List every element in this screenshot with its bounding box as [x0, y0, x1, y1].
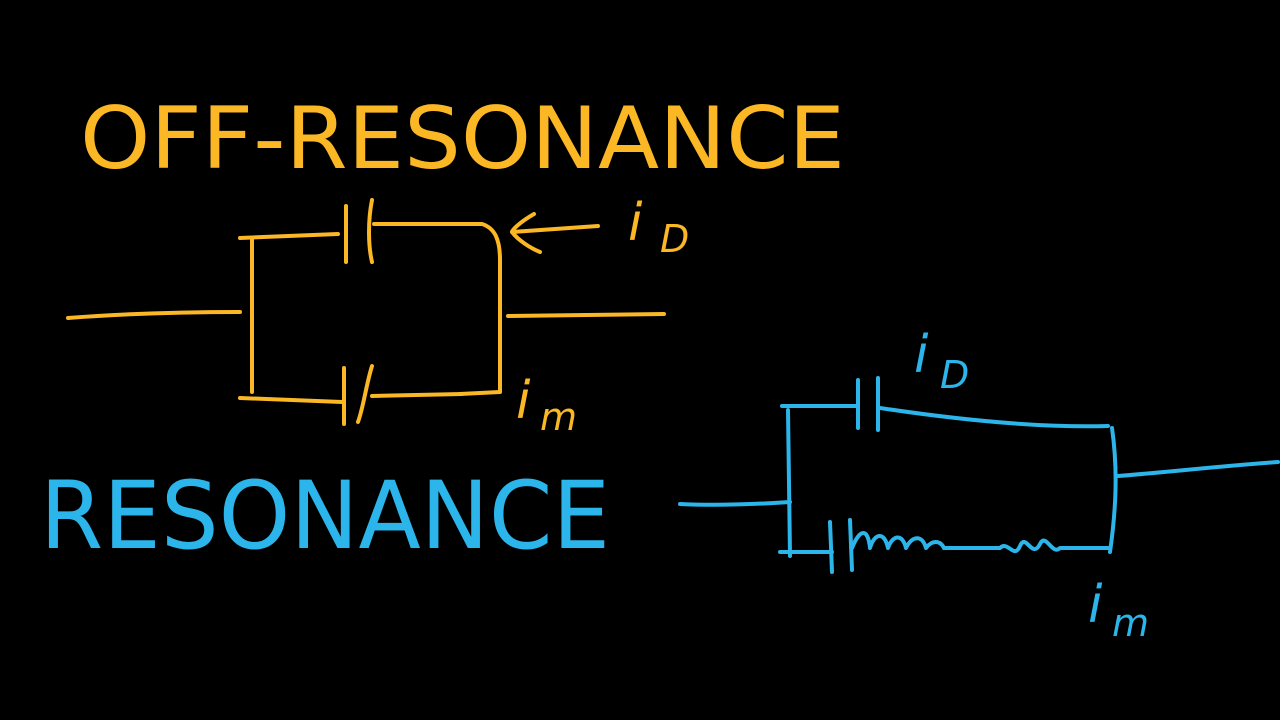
off-current-arrow — [510, 212, 600, 254]
off-resonance-title: OFF-RESONANCE — [80, 89, 845, 189]
off-im-subscript: m — [540, 395, 577, 439]
res-im-subscript: m — [1112, 601, 1149, 645]
res-id-subscript: D — [940, 353, 969, 397]
off-left-bottom-stub — [238, 396, 344, 404]
res-input-wire — [678, 500, 792, 507]
off-id-label: i — [628, 193, 643, 253]
off-id-subscript: D — [660, 217, 689, 261]
off-im-label: i — [516, 371, 531, 431]
res-output-wire — [1116, 460, 1280, 478]
resonance-title: RESONANCE — [40, 462, 610, 571]
off-top-wire — [372, 222, 502, 262]
res-right-rail — [1108, 426, 1118, 554]
off-bottom-wire — [370, 392, 464, 398]
resonance-circuit — [678, 376, 1280, 574]
off-current-labels: i D i m — [516, 193, 689, 439]
res-current-labels: i D i m — [914, 325, 1149, 645]
res-top-capacitor — [856, 376, 880, 432]
off-top-capacitor — [344, 198, 374, 264]
off-resonance-section: OFF-RESONANCE — [66, 89, 845, 439]
off-output-wire — [506, 312, 666, 318]
res-motional-branch — [778, 518, 1110, 574]
off-left-top-stub — [238, 232, 340, 240]
res-top-right-wire — [878, 406, 1110, 429]
res-left-rail — [786, 408, 792, 558]
off-right-rail — [458, 258, 502, 396]
off-bottom-capacitor — [342, 364, 374, 426]
off-input-wire — [66, 310, 242, 320]
off-resonance-circuit — [66, 198, 666, 426]
resonance-section: RESONANCE — [40, 325, 1280, 645]
res-id-label: i — [914, 325, 929, 385]
res-im-label: i — [1088, 575, 1103, 635]
